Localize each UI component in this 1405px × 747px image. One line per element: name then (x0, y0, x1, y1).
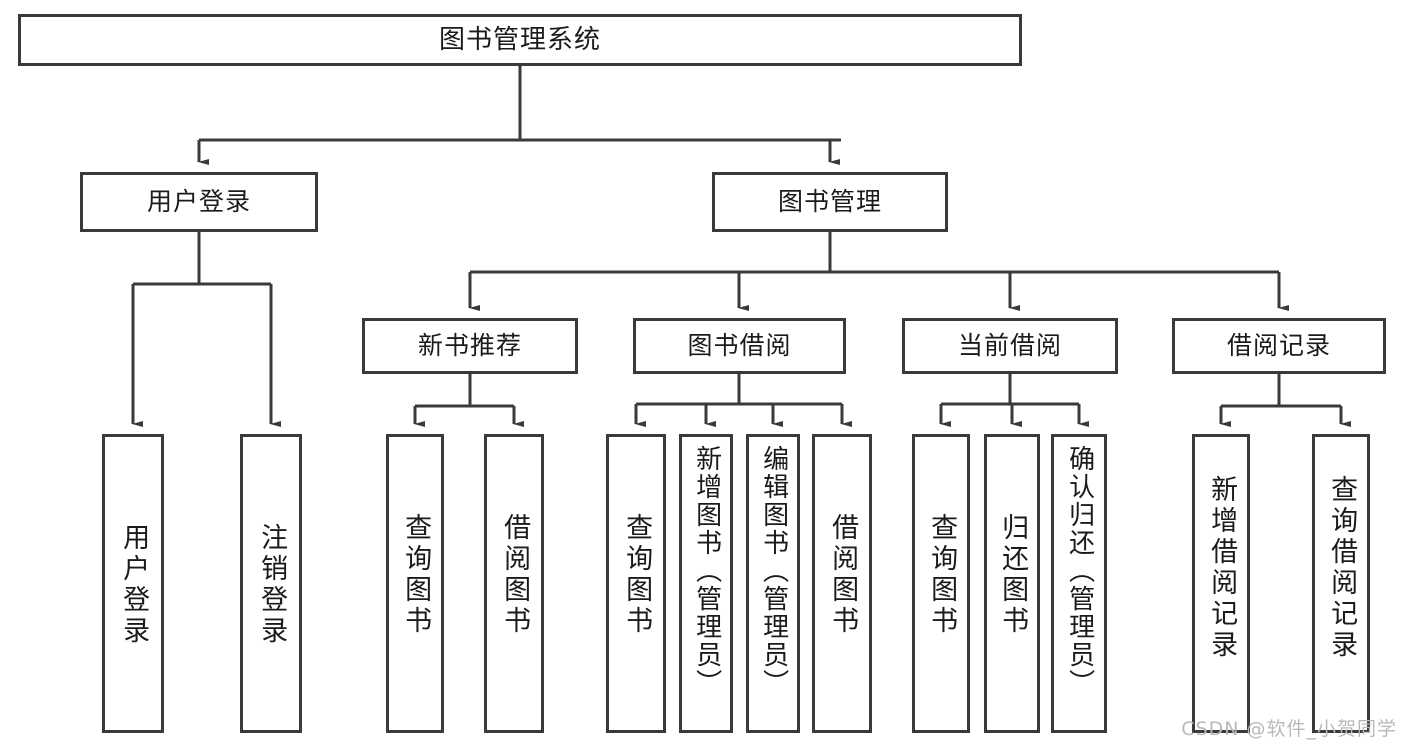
node-leaf-user-login[interactable]: 用户登录 (102, 434, 164, 733)
node-leaf-logout[interactable]: 注销登录 (240, 434, 302, 733)
node-label: 查询图书 (400, 513, 432, 637)
node-book-borrow[interactable]: 图书借阅 (633, 318, 846, 374)
node-label: 借阅记录 (1226, 331, 1331, 361)
node-label: 查询图书 (926, 513, 958, 637)
node-leaf-return-book[interactable]: 归还图书 (984, 434, 1040, 733)
csdn-watermark: CSDN @软件_小贺同学 (1181, 718, 1397, 740)
node-label: 确认归还（管理员） (1064, 445, 1095, 697)
node-leaf-borrow-book[interactable]: 借阅图书 (812, 434, 872, 733)
node-leaf-query-book-rec[interactable]: 查询图书 (386, 434, 444, 733)
node-root-system[interactable]: 图书管理系统 (18, 14, 1022, 66)
node-label: 查询借阅记录 (1326, 475, 1358, 661)
node-leaf-confirm-return-admin[interactable]: 确认归还（管理员） (1051, 434, 1107, 733)
node-label: 查询图书 (621, 513, 653, 637)
node-label: 新书推荐 (417, 331, 522, 361)
node-leaf-borrow-book-rec[interactable]: 借阅图书 (484, 434, 544, 733)
node-label: 当前借阅 (957, 331, 1062, 361)
node-label: 用户登录 (146, 187, 251, 217)
node-leaf-edit-book-admin[interactable]: 编辑图书（管理员） (746, 434, 800, 733)
node-label: 编辑图书（管理员） (758, 445, 789, 697)
node-leaf-query-borrow-record[interactable]: 查询借阅记录 (1312, 434, 1370, 733)
node-label: 新增图书（管理员） (691, 445, 722, 697)
node-user-login[interactable]: 用户登录 (80, 172, 318, 232)
node-new-book-recommend[interactable]: 新书推荐 (362, 318, 578, 374)
node-label: 注销登录 (256, 523, 288, 647)
node-current-borrow[interactable]: 当前借阅 (902, 318, 1118, 374)
node-leaf-query-book-borrow[interactable]: 查询图书 (606, 434, 666, 733)
node-borrow-record[interactable]: 借阅记录 (1172, 318, 1386, 374)
node-book-management[interactable]: 图书管理 (712, 172, 948, 232)
node-label: 借阅图书 (827, 513, 859, 637)
node-leaf-add-borrow-record[interactable]: 新增借阅记录 (1192, 434, 1250, 733)
node-label: 图书管理系统 (438, 24, 601, 55)
node-label: 图书借阅 (687, 331, 792, 361)
node-label: 图书管理 (777, 187, 882, 217)
node-label: 借阅图书 (499, 513, 531, 637)
node-leaf-add-book-admin[interactable]: 新增图书（管理员） (679, 434, 733, 733)
node-leaf-query-book-current[interactable]: 查询图书 (912, 434, 970, 733)
node-label: 归还图书 (997, 513, 1029, 637)
node-label: 新增借阅记录 (1206, 475, 1238, 661)
node-label: 用户登录 (118, 523, 150, 647)
